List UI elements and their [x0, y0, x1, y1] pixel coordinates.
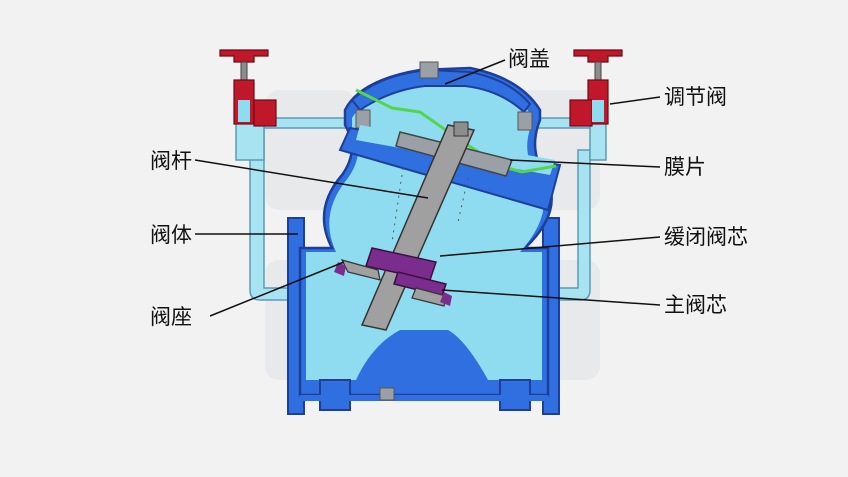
label-diaphragm: 膜片 [664, 155, 706, 179]
left-handwheel-valve [219, 49, 277, 127]
label-bonnet: 阀盖 [508, 47, 550, 71]
label-body: 阀体 [150, 223, 192, 247]
right-handwheel-valve [569, 49, 623, 127]
label-stem: 阀杆 [150, 149, 192, 173]
label-seat: 阀座 [150, 305, 192, 329]
label-main-disc: 主阀芯 [664, 293, 727, 317]
springs [391, 167, 469, 243]
disc-assembly [334, 247, 452, 307]
bonnet [350, 61, 533, 131]
leader-lines [194, 59, 661, 317]
label-slow-closing-disc: 缓闭阀芯 [664, 225, 748, 249]
label-regulating-valve: 调节阀 [664, 85, 727, 109]
